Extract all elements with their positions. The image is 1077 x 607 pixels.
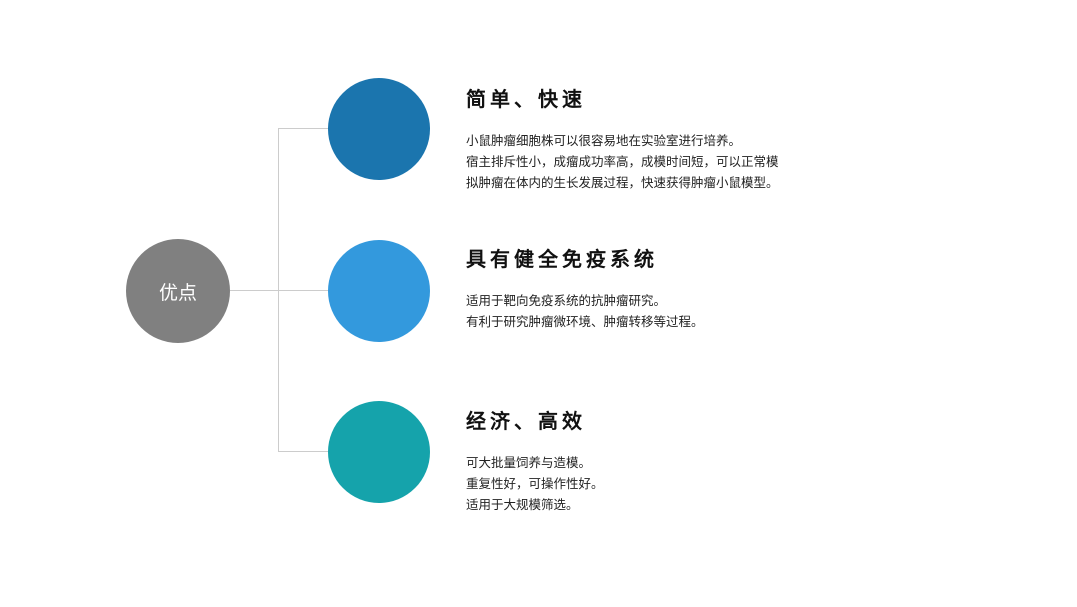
branch-3-circle [328,401,430,503]
connector-vertical [278,128,279,452]
branch-2-title: 具有健全免疫系统 [466,247,658,271]
branch-1-text: 简单、快速 小鼠肿瘤细胞株可以很容易地在实验室进行培养。 宿主排斥性小，成瘤成功… [466,86,779,193]
branch-3-line-2: 重复性好，可操作性好。 [466,476,604,491]
branch-2-line-1: 适用于靶向免疫系统的抗肿瘤研究。 [466,293,667,308]
branch-2-text: 具有健全免疫系统 适用于靶向免疫系统的抗肿瘤研究。 有利于研究肿瘤微环境、肿瘤转… [466,246,704,332]
branch-1-description: 小鼠肿瘤细胞株可以很容易地在实验室进行培养。 宿主排斥性小，成瘤成功率高，成模时… [466,130,779,193]
branch-3-text: 经济、高效 可大批量饲养与造模。 重复性好，可操作性好。 适用于大规模筛选。 [466,408,604,515]
branch-2-circle [328,240,430,342]
branch-1-title: 简单、快速 [466,87,586,111]
branch-1-line-3: 拟肿瘤在体内的生长发展过程，快速获得肿瘤小鼠模型。 [466,175,779,190]
connector-branch-1 [278,128,328,129]
branch-2-line-2: 有利于研究肿瘤微环境、肿瘤转移等过程。 [466,314,704,329]
branch-2-description: 适用于靶向免疫系统的抗肿瘤研究。 有利于研究肿瘤微环境、肿瘤转移等过程。 [466,290,704,332]
root-node: 优点 [126,239,230,343]
branch-3-title: 经济、高效 [466,409,586,433]
branch-1-circle [328,78,430,180]
connector-root-horizontal [230,290,328,291]
branch-1-line-1: 小鼠肿瘤细胞株可以很容易地在实验室进行培养。 [466,133,742,148]
branch-1-line-2: 宿主排斥性小，成瘤成功率高，成模时间短，可以正常模 [466,154,779,169]
branch-3-line-1: 可大批量饲养与造模。 [466,455,592,470]
branch-3-description: 可大批量饲养与造模。 重复性好，可操作性好。 适用于大规模筛选。 [466,452,604,515]
connector-branch-3 [278,451,328,452]
root-label: 优点 [158,281,197,304]
branch-3-line-3: 适用于大规模筛选。 [466,497,579,512]
